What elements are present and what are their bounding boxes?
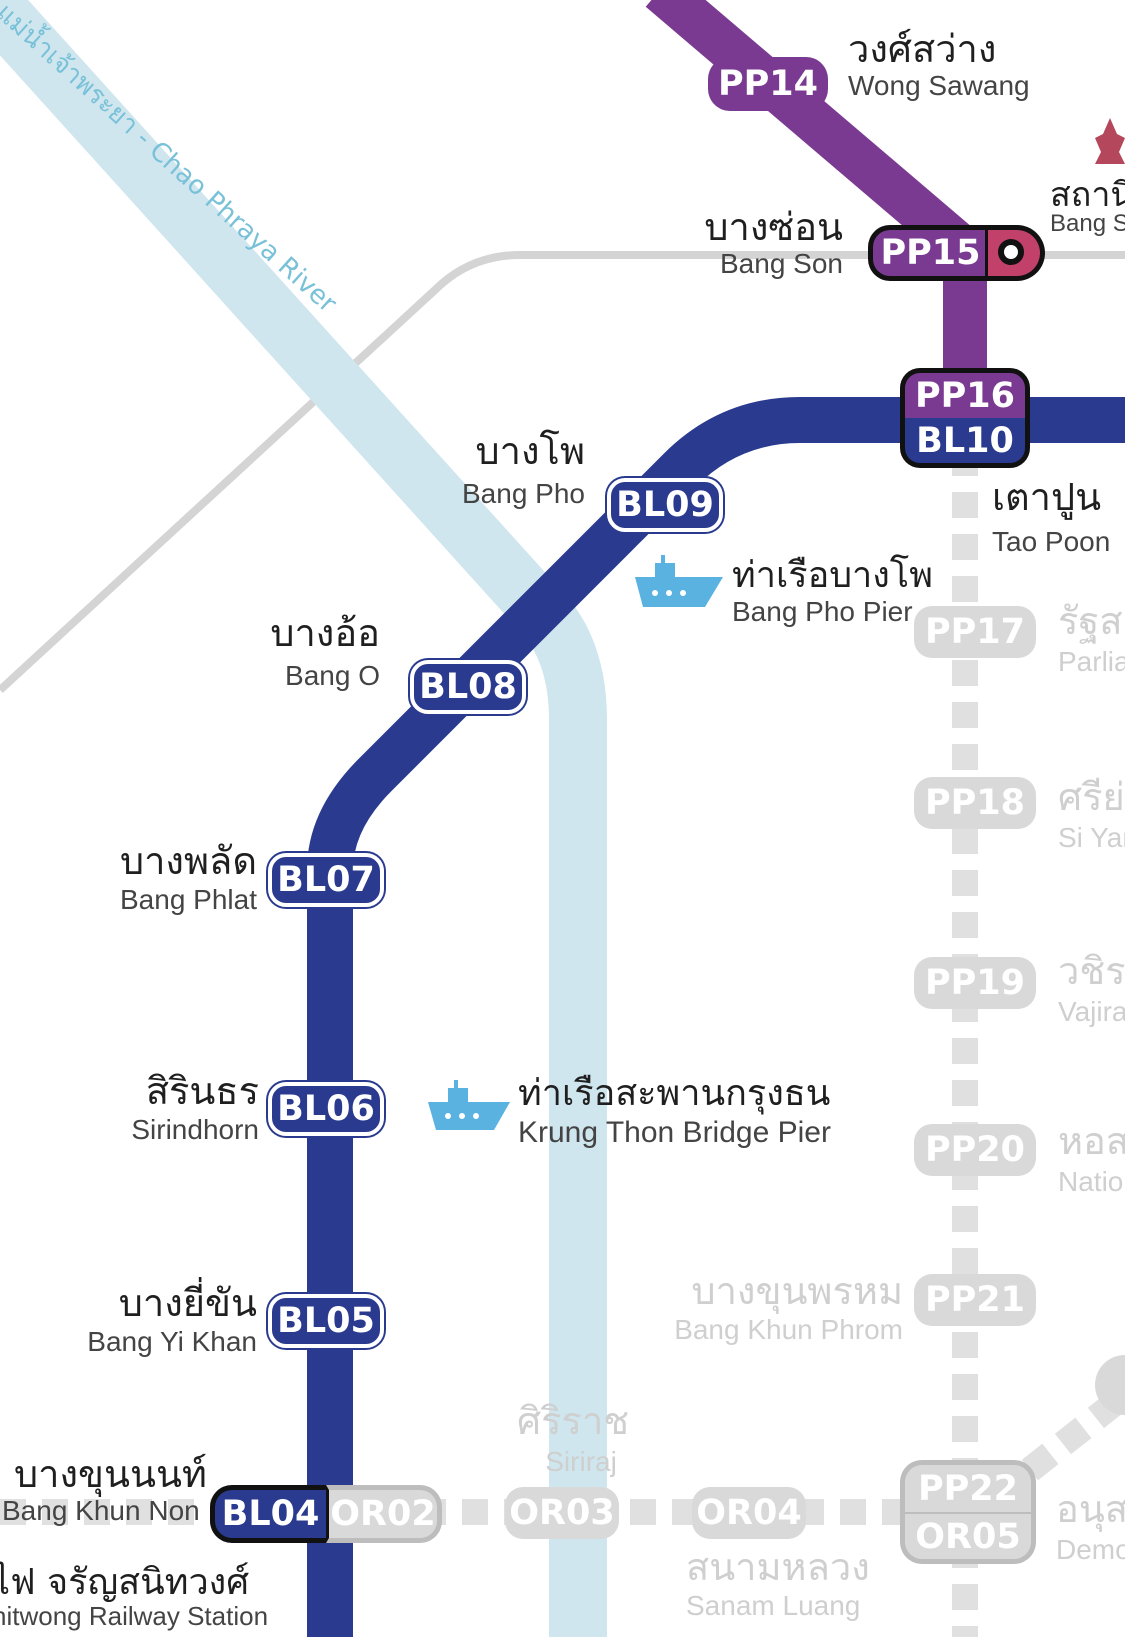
station-badge-or02[interactable]: OR02 <box>326 1485 442 1543</box>
station-badge-bl10[interactable]: BL10 <box>900 418 1030 468</box>
boat-icon <box>635 555 723 607</box>
station-badge-bl04[interactable]: BL04 <box>210 1485 326 1543</box>
label-railway-station: ไฟ จรัญสนิทวงศ์ nitwong Railway Station <box>0 1562 269 1631</box>
station-name-en: Wong Sawang <box>848 70 1030 101</box>
station-name-th: ศรีย่ <box>1058 775 1125 819</box>
station-name-th: ศิริราช <box>517 1399 630 1443</box>
station-badge-pp21[interactable]: PP21 <box>914 1274 1036 1326</box>
station-name-en: Bang Phlat <box>120 884 257 915</box>
station-name-en: Sanam Luang <box>686 1590 861 1621</box>
station-name-th: อนุสา <box>1056 1487 1125 1531</box>
station-name-en: Bang S <box>1050 210 1125 237</box>
station-badge-bl08[interactable]: BL08 <box>410 660 526 714</box>
label-pp17: รัฐส Parlia <box>1058 602 1125 676</box>
label-bl08: บางอ้อ Bang O <box>270 614 380 690</box>
label-bl06: สิรินธร Sirindhorn <box>131 1072 259 1144</box>
station-badge-or03[interactable]: OR03 <box>505 1487 619 1539</box>
label-or05: อนุสา Democ <box>1056 1490 1125 1564</box>
station-name-th: บางซ่อน <box>704 205 843 249</box>
station-badge-or04[interactable]: OR04 <box>692 1487 806 1539</box>
label-pp15: บางซ่อน Bang Son <box>704 208 843 278</box>
station-badge-pp16[interactable]: PP16 <box>900 368 1030 418</box>
station-badge-bl05[interactable]: BL05 <box>268 1294 384 1348</box>
blue-line <box>307 397 1125 1637</box>
boat-icon <box>428 1080 510 1130</box>
label-pp14: วงศ์สว่าง Wong Sawang <box>848 30 1030 100</box>
station-name-en: Democ <box>1056 1534 1125 1565</box>
station-name-th: สนามหลวง <box>686 1545 870 1589</box>
station-name-th: วชิร <box>1058 949 1125 993</box>
station-badge-pp18[interactable]: PP18 <box>914 777 1036 829</box>
label-pp15-right: สถานี Bang S <box>1050 178 1125 236</box>
station-badge-bl09[interactable]: BL09 <box>607 478 723 532</box>
label-or03: ศิริราช Siriraj <box>517 1402 629 1476</box>
chao-phraya-river <box>0 0 607 1637</box>
label-bang-pho-pier: ท่าเรือบางโพ Bang Pho Pier <box>732 558 933 626</box>
label-bl04: บางขุนนนท์ Bang Khun Non <box>2 1452 207 1525</box>
station-name-en: Si Yan <box>1058 822 1125 853</box>
label-pp19: วชิร Vajira <box>1058 952 1125 1026</box>
station-name-en: Vajira <box>1058 996 1125 1027</box>
srt-station-circle-icon <box>998 239 1024 265</box>
station-name-en: Bang Khun Non <box>2 1495 200 1526</box>
station-name-en: Parlia <box>1058 646 1125 677</box>
station-name-th: รัฐส <box>1058 599 1123 643</box>
pier-name-en: Krung Thon Bridge Pier <box>518 1116 831 1149</box>
station-name-th: บางขุนพรหม <box>691 1269 903 1313</box>
station-name-th: หอส <box>1058 1119 1125 1163</box>
station-name-th: บางอ้อ <box>270 611 380 655</box>
label-bl07: บางพลัด Bang Phlat <box>120 842 257 914</box>
label-pp21: บางขุนพรหม Bang Khun Phrom <box>674 1272 903 1344</box>
pier-name-th: ท่าเรือบางโพ <box>732 555 933 596</box>
srt-interchange-marker <box>985 225 1045 281</box>
station-name-en: Bang O <box>285 660 380 691</box>
station-badge-pp20[interactable]: PP20 <box>914 1124 1036 1176</box>
label-or04: สนามหลวง Sanam Luang <box>686 1548 870 1620</box>
station-name-th: สถานี <box>1050 175 1125 215</box>
station-name-en: Sirindhorn <box>131 1114 259 1145</box>
label-bl10: เตาปูน Tao Poon <box>992 478 1110 556</box>
railway-name-en: nitwong Railway Station <box>0 1601 269 1631</box>
station-badge-pp19[interactable]: PP19 <box>914 957 1036 1009</box>
station-name-en: Bang Son <box>720 248 843 279</box>
station-badge-bl07[interactable]: BL07 <box>268 853 384 907</box>
pier-name-en: Bang Pho Pier <box>732 596 913 627</box>
river-label: แม่น้ำเจ้าพระยา - Chao Phraya River <box>0 0 346 319</box>
pier-name-th: ท่าเรือสะพานกรุงธน <box>518 1073 831 1114</box>
srt-line <box>0 251 1125 693</box>
label-bl05: บางยี่ขัน Bang Yi Khan <box>87 1284 257 1356</box>
station-name-th: บางพลัด <box>119 839 257 883</box>
station-name-en: Bang Khun Phrom <box>674 1314 903 1345</box>
station-badge-bl06[interactable]: BL06 <box>268 1082 384 1136</box>
station-name-en: Bang Pho <box>462 478 585 509</box>
label-bl09: บางโพ Bang Pho <box>462 432 585 508</box>
label-pp18: ศรีย่ Si Yan <box>1058 778 1125 852</box>
label-krung-thon-pier: ท่าเรือสะพานกรุงธน Krung Thon Bridge Pie… <box>518 1076 831 1148</box>
station-name-en: Nation <box>1058 1166 1125 1197</box>
station-badge-pp15[interactable]: PP15 <box>868 225 988 281</box>
station-name-th: สิรินธร <box>145 1069 259 1113</box>
station-name-th: บางขุนนนท์ <box>14 1452 207 1496</box>
station-name-en: Bang Yi Khan <box>87 1326 257 1357</box>
label-pp20: หอส Nation <box>1058 1122 1125 1196</box>
station-name-th: เตาปูน <box>992 475 1102 519</box>
station-name-en: Tao Poon <box>992 526 1111 557</box>
station-badge-pp14[interactable]: PP14 <box>708 57 828 111</box>
railway-name-th: ไฟ จรัญสนิทวงศ์ <box>0 1562 250 1603</box>
station-name-th: บางโพ <box>475 429 585 473</box>
station-name-th: วงศ์สว่าง <box>848 27 997 71</box>
station-name-en: Siriraj <box>545 1446 617 1477</box>
temple-icon <box>1095 118 1125 164</box>
station-name-th: บางยี่ขัน <box>118 1281 257 1325</box>
station-badge-pp17[interactable]: PP17 <box>914 606 1036 658</box>
station-badge-or05[interactable]: OR05 <box>900 1512 1036 1564</box>
station-badge-pp22[interactable]: PP22 <box>900 1460 1036 1512</box>
